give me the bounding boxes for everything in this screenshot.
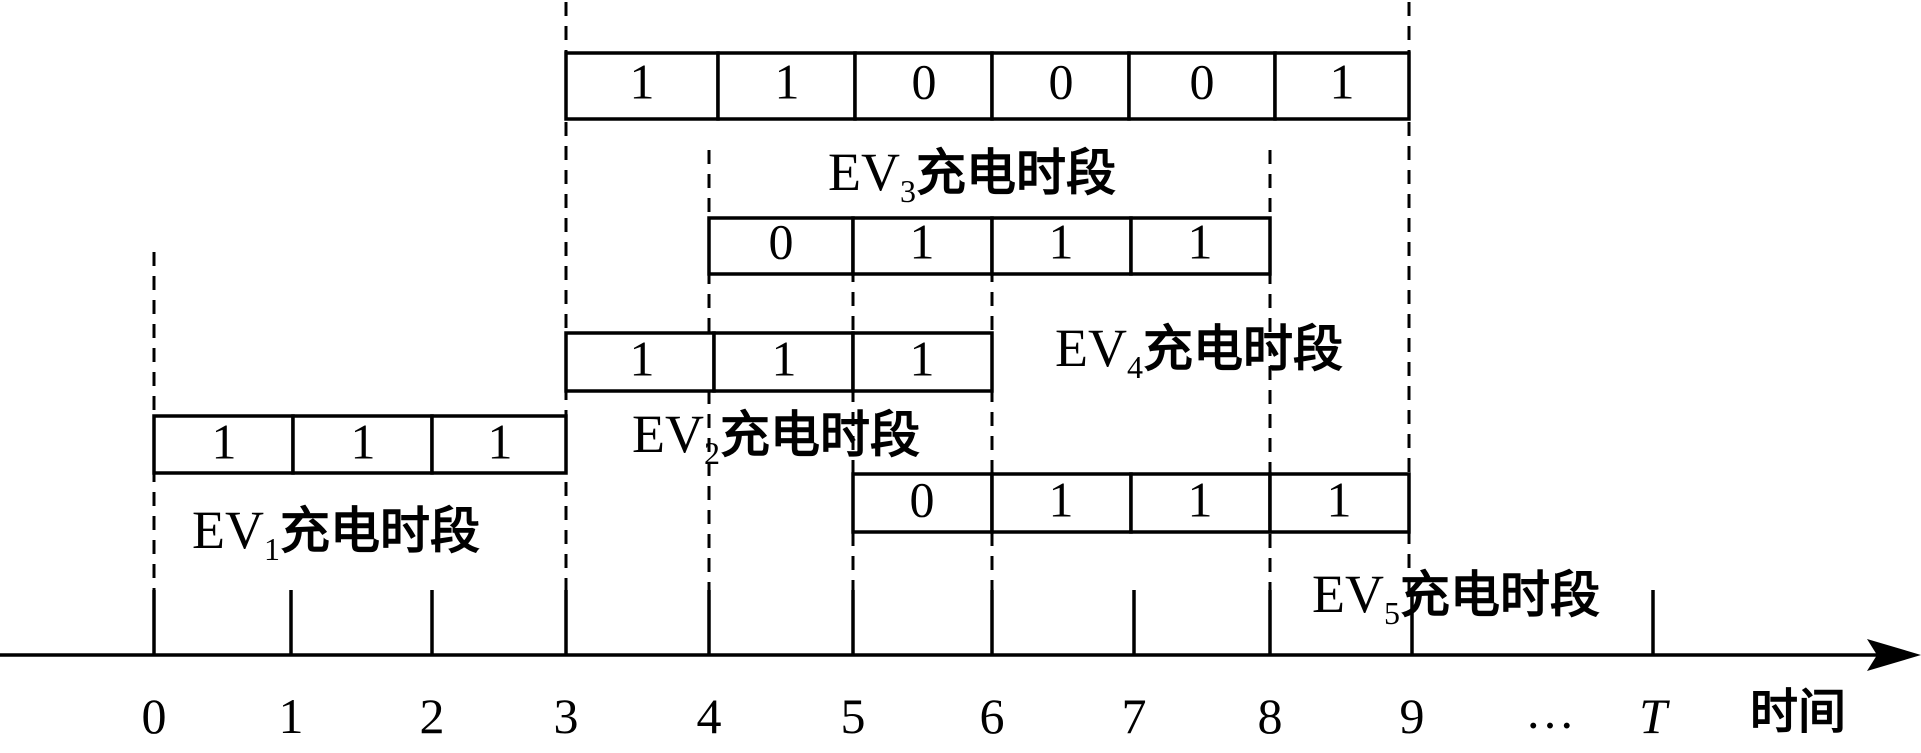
ev5-cell	[1268, 472, 1411, 534]
ev5-cell	[990, 472, 1133, 534]
ev2-label-prefix: EV	[632, 404, 704, 464]
ev3-cell	[564, 51, 720, 121]
tick-label: 4	[697, 688, 722, 744]
ev5-bit: 1	[1188, 471, 1213, 527]
tick-label: 3	[554, 688, 579, 744]
ev2-bit: 1	[630, 330, 655, 386]
ev5-block: 0 1 1 1	[851, 471, 1411, 534]
ev5-label-prefix: EV	[1312, 564, 1384, 624]
ev1-cell	[430, 414, 568, 475]
tick-label-T: T	[1639, 688, 1670, 744]
ev3-bit: 1	[775, 53, 800, 109]
tick-label: 8	[1258, 688, 1283, 744]
ev2-period-label: EV2充电时段	[632, 404, 920, 471]
tick-label: 0	[142, 688, 167, 744]
ev1-bit: 1	[488, 413, 513, 469]
ev2-bit: 1	[772, 330, 797, 386]
ev5-bit: 0	[910, 471, 935, 527]
ev4-cell	[990, 216, 1133, 276]
ev3-block: 1 1 0 0 0 1	[564, 51, 1411, 121]
ev5-label-suffix: 充电时段	[1400, 566, 1600, 624]
ev4-bit: 1	[1188, 213, 1213, 269]
ellipsis-label: …	[1525, 683, 1575, 739]
ev4-bit: 0	[769, 213, 794, 269]
tick-label: 7	[1122, 688, 1147, 744]
tick-label: 2	[420, 688, 445, 744]
ev5-period-label: EV5充电时段	[1312, 564, 1600, 631]
ev4-block: 0 1 1 1	[707, 213, 1272, 276]
ev5-label-sub: 5	[1384, 595, 1400, 631]
ev3-cell	[1273, 51, 1411, 121]
ev3-cell	[1127, 51, 1277, 121]
ev3-label-sub: 3	[900, 173, 916, 209]
ev3-bit: 0	[1190, 53, 1215, 109]
ev1-label-suffix: 充电时段	[280, 502, 480, 560]
tick-label: 5	[841, 688, 866, 744]
time-axis: 0 1 2 3 4 5 6 7 8 9 … T 时间	[0, 590, 1921, 744]
ev4-bit: 1	[910, 213, 935, 269]
tick-label: 1	[279, 688, 304, 744]
ev5-bit: 1	[1049, 471, 1074, 527]
axis-title: 时间	[1750, 684, 1846, 740]
ev4-cell	[1129, 216, 1272, 276]
ev2-bit: 1	[910, 330, 935, 386]
axis-arrowhead	[1867, 639, 1921, 671]
ev2-cell	[564, 331, 716, 393]
ev4-bit: 1	[1049, 213, 1074, 269]
ev4-label-suffix: 充电时段	[1143, 320, 1343, 378]
ev3-bit: 1	[1330, 53, 1355, 109]
ev1-label-prefix: EV	[192, 500, 264, 560]
ev4-label-prefix: EV	[1055, 318, 1127, 378]
ev1-bit: 1	[351, 413, 376, 469]
ev2-label-sub: 2	[704, 435, 720, 471]
tick-label: 6	[980, 688, 1005, 744]
ev1-block: 1 1 1	[152, 413, 568, 475]
ev2-label-suffix: 充电时段	[720, 406, 920, 464]
ev3-label-prefix: EV	[828, 142, 900, 202]
ev3-period-label: EV3充电时段	[828, 142, 1116, 209]
ev1-label-sub: 1	[264, 531, 280, 567]
ev3-cell	[990, 51, 1131, 121]
ev1-bit: 1	[212, 413, 237, 469]
ev3-bit: 0	[912, 53, 937, 109]
ev4-cell	[851, 216, 994, 276]
ev5-bit: 1	[1327, 471, 1352, 527]
ev1-period-label: EV1充电时段	[192, 500, 480, 567]
ev3-bit: 0	[1049, 53, 1074, 109]
ev3-bit: 1	[630, 53, 655, 109]
ev2-cell	[851, 331, 994, 393]
ev3-label-suffix: 充电时段	[916, 144, 1116, 202]
tick-label: 9	[1400, 688, 1425, 744]
ev2-cell	[712, 331, 855, 393]
ev5-cell	[851, 472, 994, 534]
ev1-cell	[152, 414, 295, 475]
ev2-block: 1 1 1	[564, 330, 994, 393]
ev4-period-label: EV4充电时段	[1055, 318, 1343, 385]
ev4-label-sub: 4	[1127, 349, 1143, 385]
